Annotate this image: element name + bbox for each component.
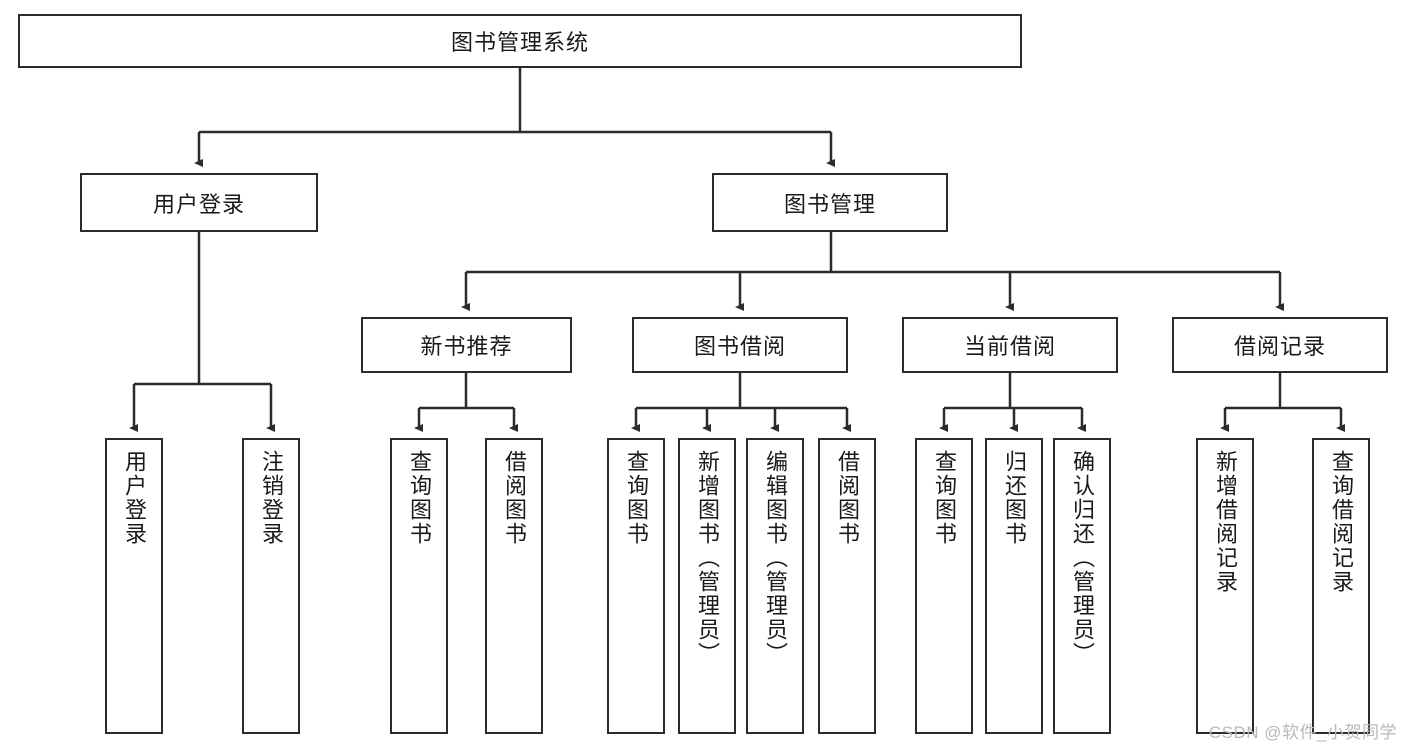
node-book-management[interactable]: 图书管理 (712, 173, 948, 232)
leaf-record-add-record[interactable]: 新增借阅记录 (1196, 438, 1254, 734)
leaf-user-login[interactable]: 用户登录 (105, 438, 163, 734)
leaf-borrow-borrow-book[interactable]: 借阅图书 (818, 438, 876, 734)
leaf-borrow-add-book[interactable]: 新增图书（管理员） (678, 438, 736, 734)
node-label: 查询图书 (406, 450, 432, 546)
node-label: 用户登录 (152, 191, 245, 217)
node-label: 借阅图书 (834, 450, 860, 546)
node-label: 查询借阅记录 (1328, 450, 1354, 594)
leaf-recommend-borrow-book[interactable]: 借阅图书 (485, 438, 543, 734)
node-label: 图书管理系统 (450, 30, 589, 55)
node-label: 归还图书 (1001, 450, 1027, 546)
leaf-current-confirm-return[interactable]: 确认归还（管理员） (1053, 438, 1111, 734)
node-label: 编辑图书（管理员） (762, 450, 788, 666)
node-label: 注销登录 (258, 450, 284, 546)
node-label: 查询图书 (623, 450, 649, 546)
node-label: 新书推荐 (420, 334, 513, 359)
node-label: 确认归还（管理员） (1069, 450, 1095, 666)
leaf-recommend-query-book[interactable]: 查询图书 (390, 438, 448, 734)
node-borrow-record[interactable]: 借阅记录 (1172, 317, 1388, 373)
node-new-book-recommend[interactable]: 新书推荐 (361, 317, 572, 373)
node-label: 新增图书（管理员） (694, 450, 720, 666)
node-label: 用户登录 (121, 450, 147, 546)
node-current-borrow[interactable]: 当前借阅 (902, 317, 1118, 373)
node-label: 新增借阅记录 (1212, 450, 1238, 594)
node-root-system[interactable]: 图书管理系统 (18, 14, 1022, 68)
leaf-current-query-book[interactable]: 查询图书 (915, 438, 973, 734)
node-label: 当前借阅 (963, 334, 1056, 359)
node-label: 查询图书 (931, 450, 957, 546)
leaf-current-return-book[interactable]: 归还图书 (985, 438, 1043, 734)
node-label: 借阅图书 (501, 450, 527, 546)
leaf-borrow-query-book[interactable]: 查询图书 (607, 438, 665, 734)
leaf-user-logout[interactable]: 注销登录 (242, 438, 300, 734)
node-label: 借阅记录 (1233, 334, 1326, 359)
leaf-borrow-edit-book[interactable]: 编辑图书（管理员） (746, 438, 804, 734)
node-label: 图书借阅 (693, 334, 786, 359)
leaf-record-query-record[interactable]: 查询借阅记录 (1312, 438, 1370, 734)
node-label: 图书管理 (783, 191, 876, 217)
node-user-login[interactable]: 用户登录 (80, 173, 318, 232)
node-book-borrow[interactable]: 图书借阅 (632, 317, 848, 373)
